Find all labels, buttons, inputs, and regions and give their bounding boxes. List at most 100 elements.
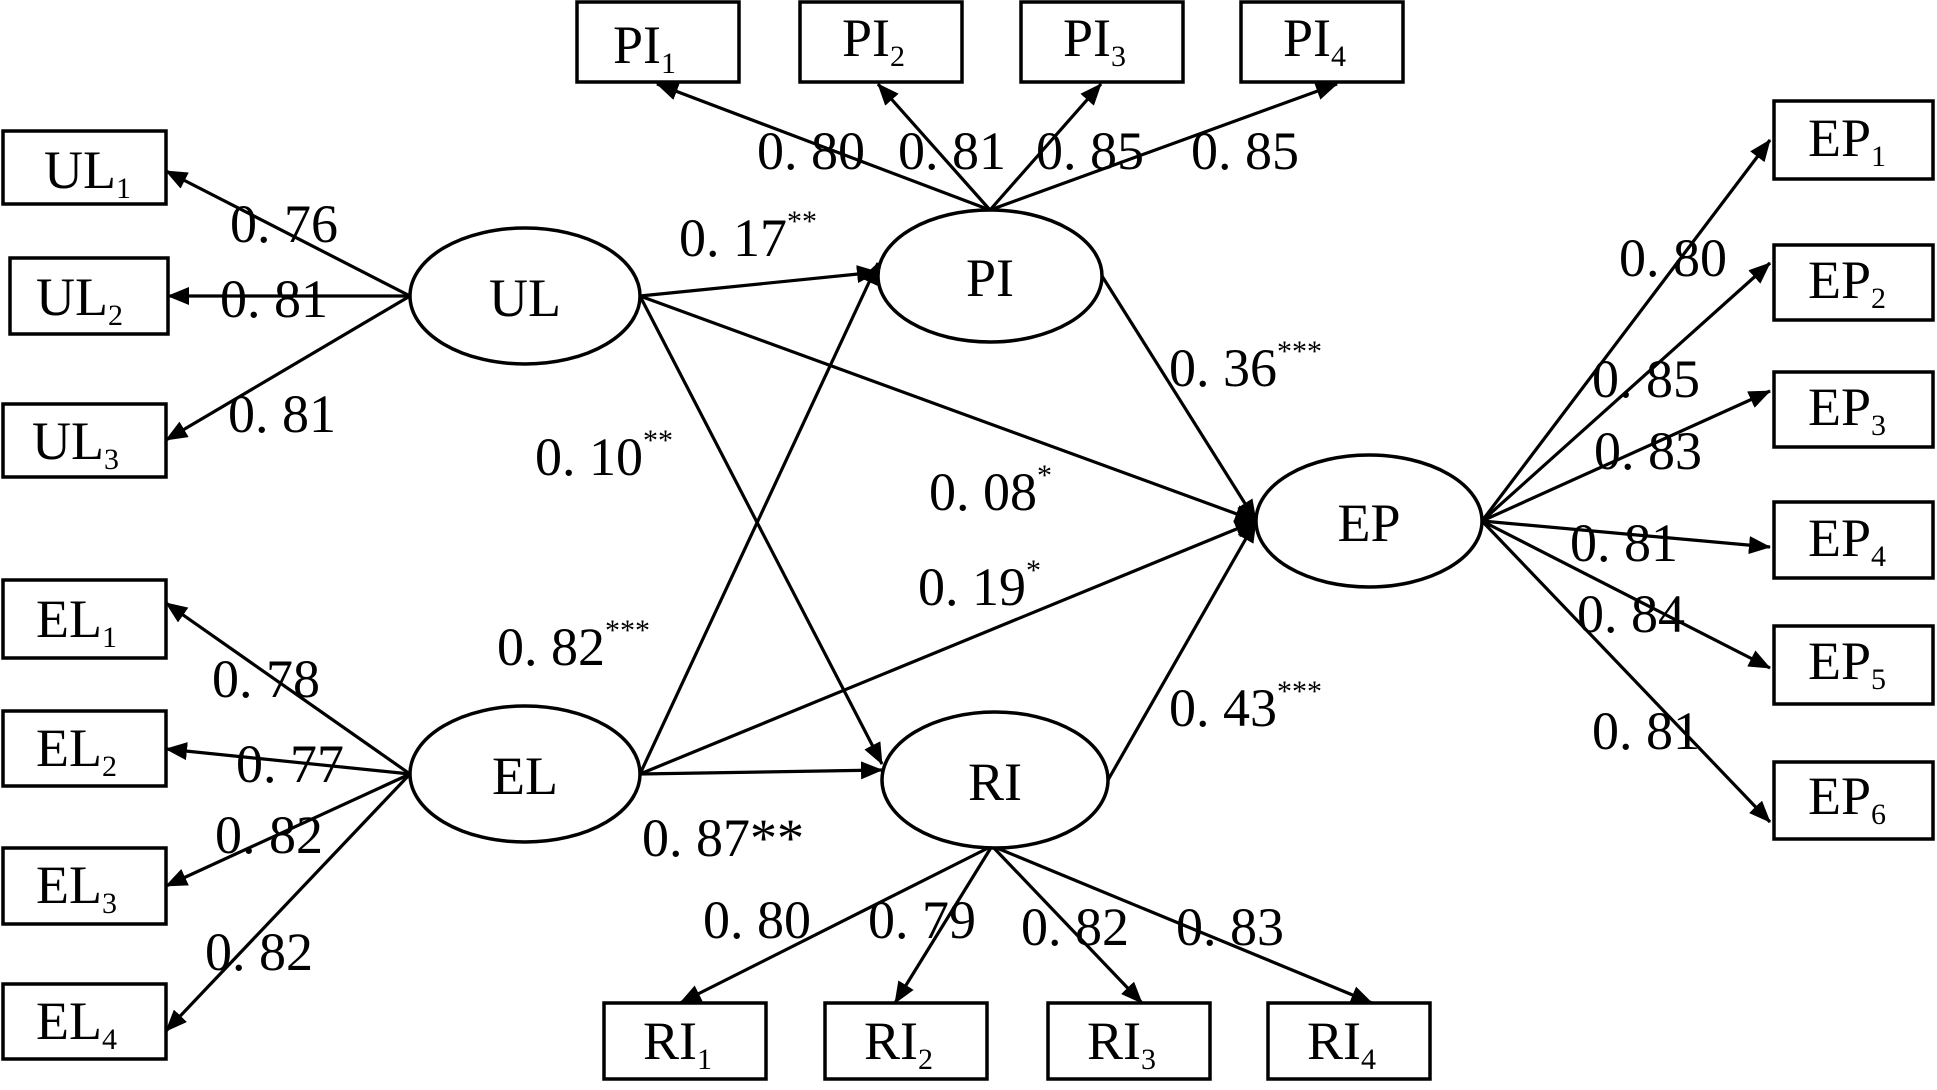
svg-text:EP6: EP6 [1808, 766, 1886, 831]
latent-ri: RI [880, 710, 1110, 850]
path-pi-ep [1100, 275, 1258, 522]
svg-text:UL1: UL1 [44, 140, 131, 205]
svg-text:RI1: RI1 [643, 1011, 712, 1076]
loading-ep2: 0. 85 [1592, 349, 1700, 409]
loading-ep4: 0. 81 [1570, 513, 1678, 573]
edge-el-el4 [164, 772, 412, 1033]
svg-text:PI: PI [966, 248, 1014, 308]
edge-pi-pi1 [656, 82, 991, 212]
loading-ul2: 0. 81 [220, 269, 328, 329]
edge-pi-pi2 [876, 82, 992, 212]
loading-pi3: 0. 85 [1036, 121, 1144, 181]
edge-el-el1 [165, 601, 411, 776]
edge-ep-ep4 [1481, 519, 1771, 555]
loading-ep6: 0. 81 [1592, 701, 1700, 761]
box-ep5: EP5 [1772, 624, 1935, 706]
loading-ri2: 0. 79 [868, 890, 976, 950]
edge-ep-ep6 [1480, 519, 1772, 824]
coef-el-ep: 0. 19* [918, 554, 1041, 617]
edge-pi-pi4 [989, 82, 1338, 212]
box-pi2: PI2 [798, 0, 964, 84]
svg-text:EL: EL [492, 746, 558, 806]
svg-text:RI2: RI2 [864, 1011, 933, 1076]
box-ep4: EP4 [1772, 500, 1935, 580]
box-el4: EL4 [1, 982, 168, 1061]
box-pi1: PI1 [575, 0, 741, 84]
loading-ep5: 0. 84 [1577, 584, 1685, 644]
box-el3: EL3 [1, 846, 168, 926]
path-el-ep [639, 519, 1257, 776]
edge-ri-ri1 [679, 844, 993, 1005]
coef-ri-ep: 0. 43*** [1169, 675, 1322, 738]
latent-ul: UL [408, 226, 642, 366]
svg-text:EP1: EP1 [1808, 108, 1886, 173]
box-el2: EL2 [1, 709, 168, 788]
loading-el3: 0. 82 [215, 805, 323, 865]
loading-ep1: 0. 80 [1619, 228, 1727, 288]
path-ul-ri [638, 295, 884, 765]
svg-text:RI: RI [968, 752, 1022, 812]
coef-pi-ep: 0. 36*** [1169, 335, 1322, 398]
edge-ul-ul1 [165, 169, 411, 298]
svg-text:PI2: PI2 [842, 8, 905, 73]
box-ri3: RI3 [1046, 1001, 1212, 1081]
box-ul3: UL3 [1, 402, 168, 479]
box-ep3: EP3 [1772, 370, 1935, 449]
loading-ri4: 0. 83 [1176, 897, 1284, 957]
loading-el1: 0. 78 [212, 649, 320, 709]
edge-ri-ri2 [893, 845, 994, 1004]
edge-el-el2 [165, 742, 411, 776]
svg-text:RI4: RI4 [1307, 1011, 1376, 1076]
box-ul2: UL2 [8, 256, 170, 336]
coef-ul-ri: 0. 10** [535, 424, 673, 487]
box-ep2: EP2 [1772, 243, 1935, 322]
box-el1: EL1 [1, 578, 168, 660]
coef-el-ri: 0. 87** [642, 808, 804, 868]
svg-text:EL4: EL4 [36, 991, 117, 1056]
path-el-ri [639, 761, 883, 780]
edge-el-el3 [165, 772, 411, 888]
loading-ri3: 0. 82 [1021, 897, 1129, 957]
box-ri1: RI1 [602, 1001, 768, 1081]
svg-text:EP: EP [1337, 493, 1400, 553]
edge-pi-pi3 [988, 82, 1103, 212]
latent-ep: EP [1254, 453, 1484, 589]
box-ep1: EP1 [1772, 99, 1935, 181]
loading-ri1: 0. 80 [703, 890, 811, 950]
box-pi3: PI3 [1019, 0, 1185, 84]
svg-text:RI3: RI3 [1087, 1011, 1156, 1076]
edge-ep-ep5 [1481, 519, 1771, 670]
box-ri2: RI2 [823, 1001, 989, 1081]
path-ri-ep [1106, 520, 1258, 781]
path-ul-pi [639, 265, 879, 298]
edge-ul-ul3 [165, 294, 411, 442]
path-el-pi [638, 262, 880, 775]
svg-text:EL3: EL3 [36, 855, 117, 920]
loading-pi2: 0. 81 [898, 121, 1006, 181]
svg-text:PI1: PI1 [613, 15, 676, 80]
path-ul-ep [639, 294, 1257, 523]
loading-pi4: 0. 85 [1191, 121, 1299, 181]
svg-text:EL2: EL2 [36, 718, 117, 783]
loading-pi1: 0. 80 [757, 121, 865, 181]
latent-el: EL [408, 704, 642, 844]
svg-text:EP3: EP3 [1808, 377, 1886, 442]
coef-el-pi: 0. 82*** [497, 614, 650, 677]
coef-ul-pi: 0. 17** [679, 205, 817, 268]
edge-ri-ri3 [990, 844, 1144, 1005]
svg-text:UL2: UL2 [36, 267, 123, 332]
loading-ul3: 0. 81 [228, 384, 336, 444]
box-ri4: RI4 [1266, 1001, 1432, 1081]
loading-el2: 0. 77 [236, 734, 344, 794]
edge-ep-ep2 [1480, 261, 1772, 523]
box-ep6: EP6 [1772, 760, 1935, 841]
edge-ri-ri4 [991, 844, 1373, 1005]
loading-ep3: 0. 83 [1594, 421, 1702, 481]
latent-pi: PI [876, 208, 1104, 344]
svg-text:PI3: PI3 [1063, 8, 1126, 73]
coef-ul-ep: 0. 08* [929, 459, 1052, 522]
svg-text:EP5: EP5 [1808, 631, 1886, 696]
svg-text:EP4: EP4 [1808, 508, 1886, 573]
